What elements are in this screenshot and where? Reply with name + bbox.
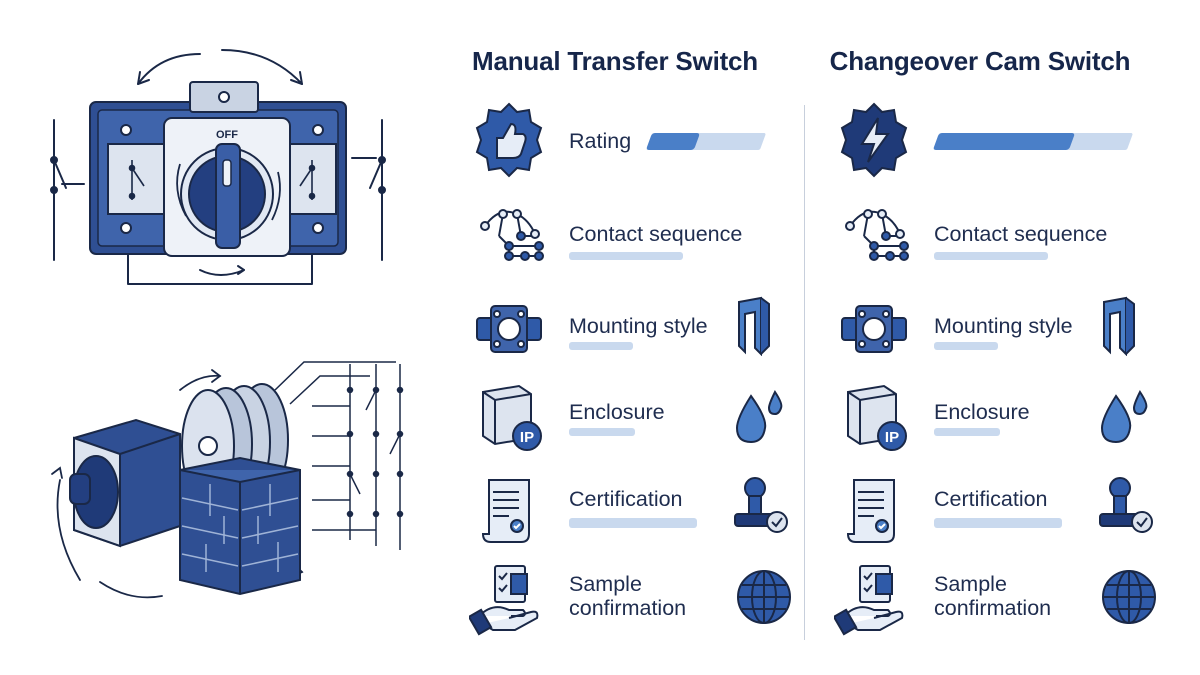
column-title: Manual Transfer Switch — [471, 46, 758, 76]
row-label: Enclosure — [934, 400, 1030, 424]
row-mounting-style: Mounting style — [465, 288, 785, 368]
row-label: Contact sequence — [569, 222, 743, 246]
contact-tree-icon — [480, 209, 544, 261]
row-mounting-style: Mounting style — [830, 288, 1150, 368]
column-divider — [804, 105, 805, 640]
thumbs-up-badge-icon — [475, 102, 543, 178]
row-sample-confirmation: Sample confirmation — [830, 558, 1156, 638]
certification-bar — [934, 518, 1062, 528]
certificate-scroll-icon — [846, 479, 895, 543]
approval-stamp-icon — [1099, 477, 1153, 533]
row-label: Mounting style — [934, 314, 1073, 338]
enclosure-bar — [569, 428, 635, 436]
manual-transfer-switch-column: Manual Transfer Switch Rating Contact se… — [465, 0, 825, 675]
rating-bar — [932, 133, 1134, 150]
rating-bar-fill — [932, 133, 1075, 150]
row-certification: Certification — [830, 470, 1153, 550]
row-rating — [830, 100, 1150, 180]
row-enclosure: IP Enclosure — [465, 376, 785, 456]
off-label: OFF — [216, 129, 238, 141]
mounting-plate-icon — [476, 305, 542, 353]
mounting-style-bar — [569, 342, 633, 350]
ip-enclosure-icon: IP — [847, 384, 907, 451]
certification-bar — [569, 518, 697, 528]
lightning-badge-icon — [840, 102, 908, 178]
row-label-line-2: confirmation — [569, 596, 687, 620]
changeover-cam-switch-column: Changeover Cam Switch Contact sequence — [830, 0, 1190, 675]
svg-text:IP: IP — [520, 429, 534, 446]
mounting-plate-icon — [841, 305, 907, 353]
contact-tree-icon — [845, 209, 909, 261]
row-label-line-1: Sample — [569, 572, 642, 596]
mounting-style-bar — [934, 342, 998, 350]
rating-bar — [645, 133, 767, 150]
row-label: Certification — [934, 487, 1048, 511]
certificate-scroll-icon — [481, 479, 530, 543]
row-label: Contact sequence — [934, 222, 1108, 246]
row-label-line-1: Sample — [934, 572, 1007, 596]
row-rating: Rating — [465, 100, 785, 180]
hand-checklist-icon — [469, 565, 539, 636]
row-certification: Certification — [465, 470, 788, 550]
transfer-switch-illustration: OFF — [50, 49, 386, 285]
enclosure-bar — [934, 428, 1000, 436]
row-contact-sequence: Contact sequence — [830, 196, 1150, 276]
din-rail-bracket-icon — [738, 296, 770, 356]
row-label: Rating — [569, 129, 632, 153]
contact-sequence-bar — [934, 252, 1048, 260]
row-label: Enclosure — [569, 400, 665, 424]
row-label: Mounting style — [569, 314, 708, 338]
row-contact-sequence: Contact sequence — [465, 196, 785, 276]
row-sample-confirmation: Sample confirmation — [465, 558, 791, 638]
globe-icon — [1102, 570, 1156, 624]
contact-sequence-bar — [569, 252, 683, 260]
globe-icon — [737, 570, 791, 624]
cam-switch-illustration — [51, 361, 404, 599]
ip-enclosure-icon: IP — [482, 384, 542, 451]
water-drops-icon — [1100, 390, 1148, 444]
din-rail-bracket-icon — [1103, 296, 1135, 356]
rating-bar-fill — [645, 133, 700, 150]
column-title: Changeover Cam Switch — [829, 46, 1131, 76]
row-enclosure: IP Enclosure — [830, 376, 1150, 456]
approval-stamp-icon — [734, 477, 788, 533]
water-drops-icon — [735, 390, 783, 444]
hand-checklist-icon — [834, 565, 904, 636]
row-label: Certification — [569, 487, 683, 511]
row-label-line-2: confirmation — [934, 596, 1052, 620]
svg-text:IP: IP — [885, 429, 899, 446]
